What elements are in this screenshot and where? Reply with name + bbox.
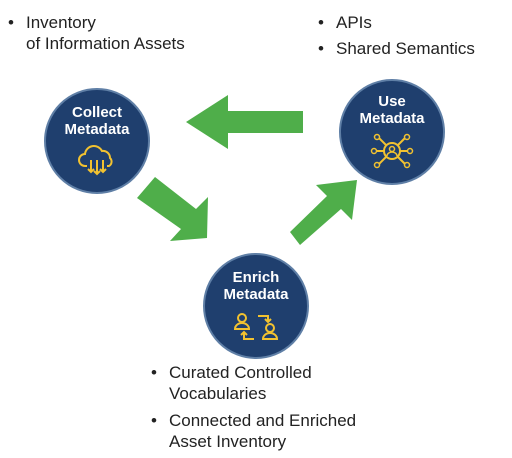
collect-notes: Inventory of Information Assets — [4, 12, 185, 54]
use-title-line2: Metadata — [359, 110, 425, 127]
use-note-semantics-text: Shared Semantics — [336, 39, 475, 58]
collect-title-line2: Metadata — [64, 121, 130, 138]
enrich-title: Enrich Metadata — [205, 269, 307, 303]
arrow-use-to-collect — [186, 95, 303, 149]
user-exchange-icon — [233, 313, 279, 340]
cycle-arrows — [137, 95, 357, 245]
enrich-note-inventory: Connected and Enriched Asset Inventory — [147, 410, 356, 452]
use-notes: APIs Shared Semantics — [314, 12, 475, 64]
use-note-semantics: Shared Semantics — [314, 38, 475, 59]
use-metadata-node: Use Metadata — [339, 79, 445, 185]
enrich-note-vocab: Curated Controlled Vocabularies — [147, 362, 356, 404]
enrich-note-vocab-text: Curated Controlled Vocabularies — [169, 363, 312, 403]
use-note-apis: APIs — [314, 12, 475, 33]
enrich-notes: Curated Controlled Vocabularies Connecte… — [147, 362, 356, 458]
arrow-enrich-to-use — [290, 180, 357, 245]
use-note-apis-text: APIs — [336, 13, 372, 32]
collect-title: Collect Metadata — [46, 104, 148, 138]
collect-note-1: Inventory of Information Assets — [4, 12, 185, 54]
use-title-line1: Use — [378, 93, 406, 110]
enrich-title-line1: Enrich — [232, 269, 280, 286]
cloud-download-icon — [78, 145, 113, 176]
collect-metadata-node: Collect Metadata — [44, 88, 150, 194]
arrow-collect-to-enrich — [137, 177, 208, 241]
enrich-note-inventory-text: Connected and Enriched Asset Inventory — [169, 411, 357, 451]
enrich-title-line2: Metadata — [223, 286, 289, 303]
use-title: Use Metadata — [341, 93, 443, 127]
enrich-metadata-node: Enrich Metadata — [203, 253, 309, 359]
collect-title-line1: Collect — [71, 104, 122, 121]
user-network-icon — [370, 133, 414, 169]
collect-note-1-line-1: Inventory of Information Assets — [26, 13, 185, 53]
